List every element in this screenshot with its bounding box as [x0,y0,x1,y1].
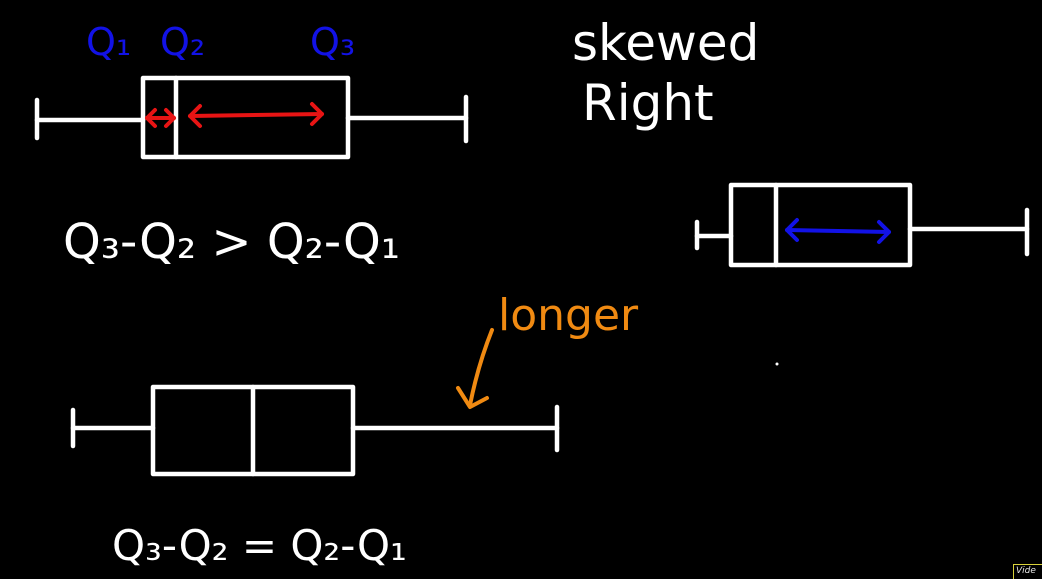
blue-arrow-median-q3 [785,218,891,244]
longer-text: longer [498,290,639,341]
right-text: Right [582,74,714,132]
red-arrow-q1-q2 [145,108,176,128]
equality-text: Q₃-Q₂ = Q₂-Q₁ [112,521,407,570]
label-q2: Q₂ [160,20,205,64]
orange-pointer-arrow [456,328,494,409]
stray-dot [775,362,779,366]
red-arrow-q2-q3 [188,102,324,128]
skewed-text: skewed [572,14,759,72]
watermark-badge: Vide [1013,564,1042,579]
boxplot-skewed-top [34,75,469,160]
boxplot-symmetric [70,384,560,477]
inequality-text: Q₃-Q₂ > Q₂-Q₁ [63,214,400,270]
boxplot-right [694,182,1030,268]
label-q1: Q₁ [86,20,131,64]
label-q3: Q₃ [310,20,355,64]
